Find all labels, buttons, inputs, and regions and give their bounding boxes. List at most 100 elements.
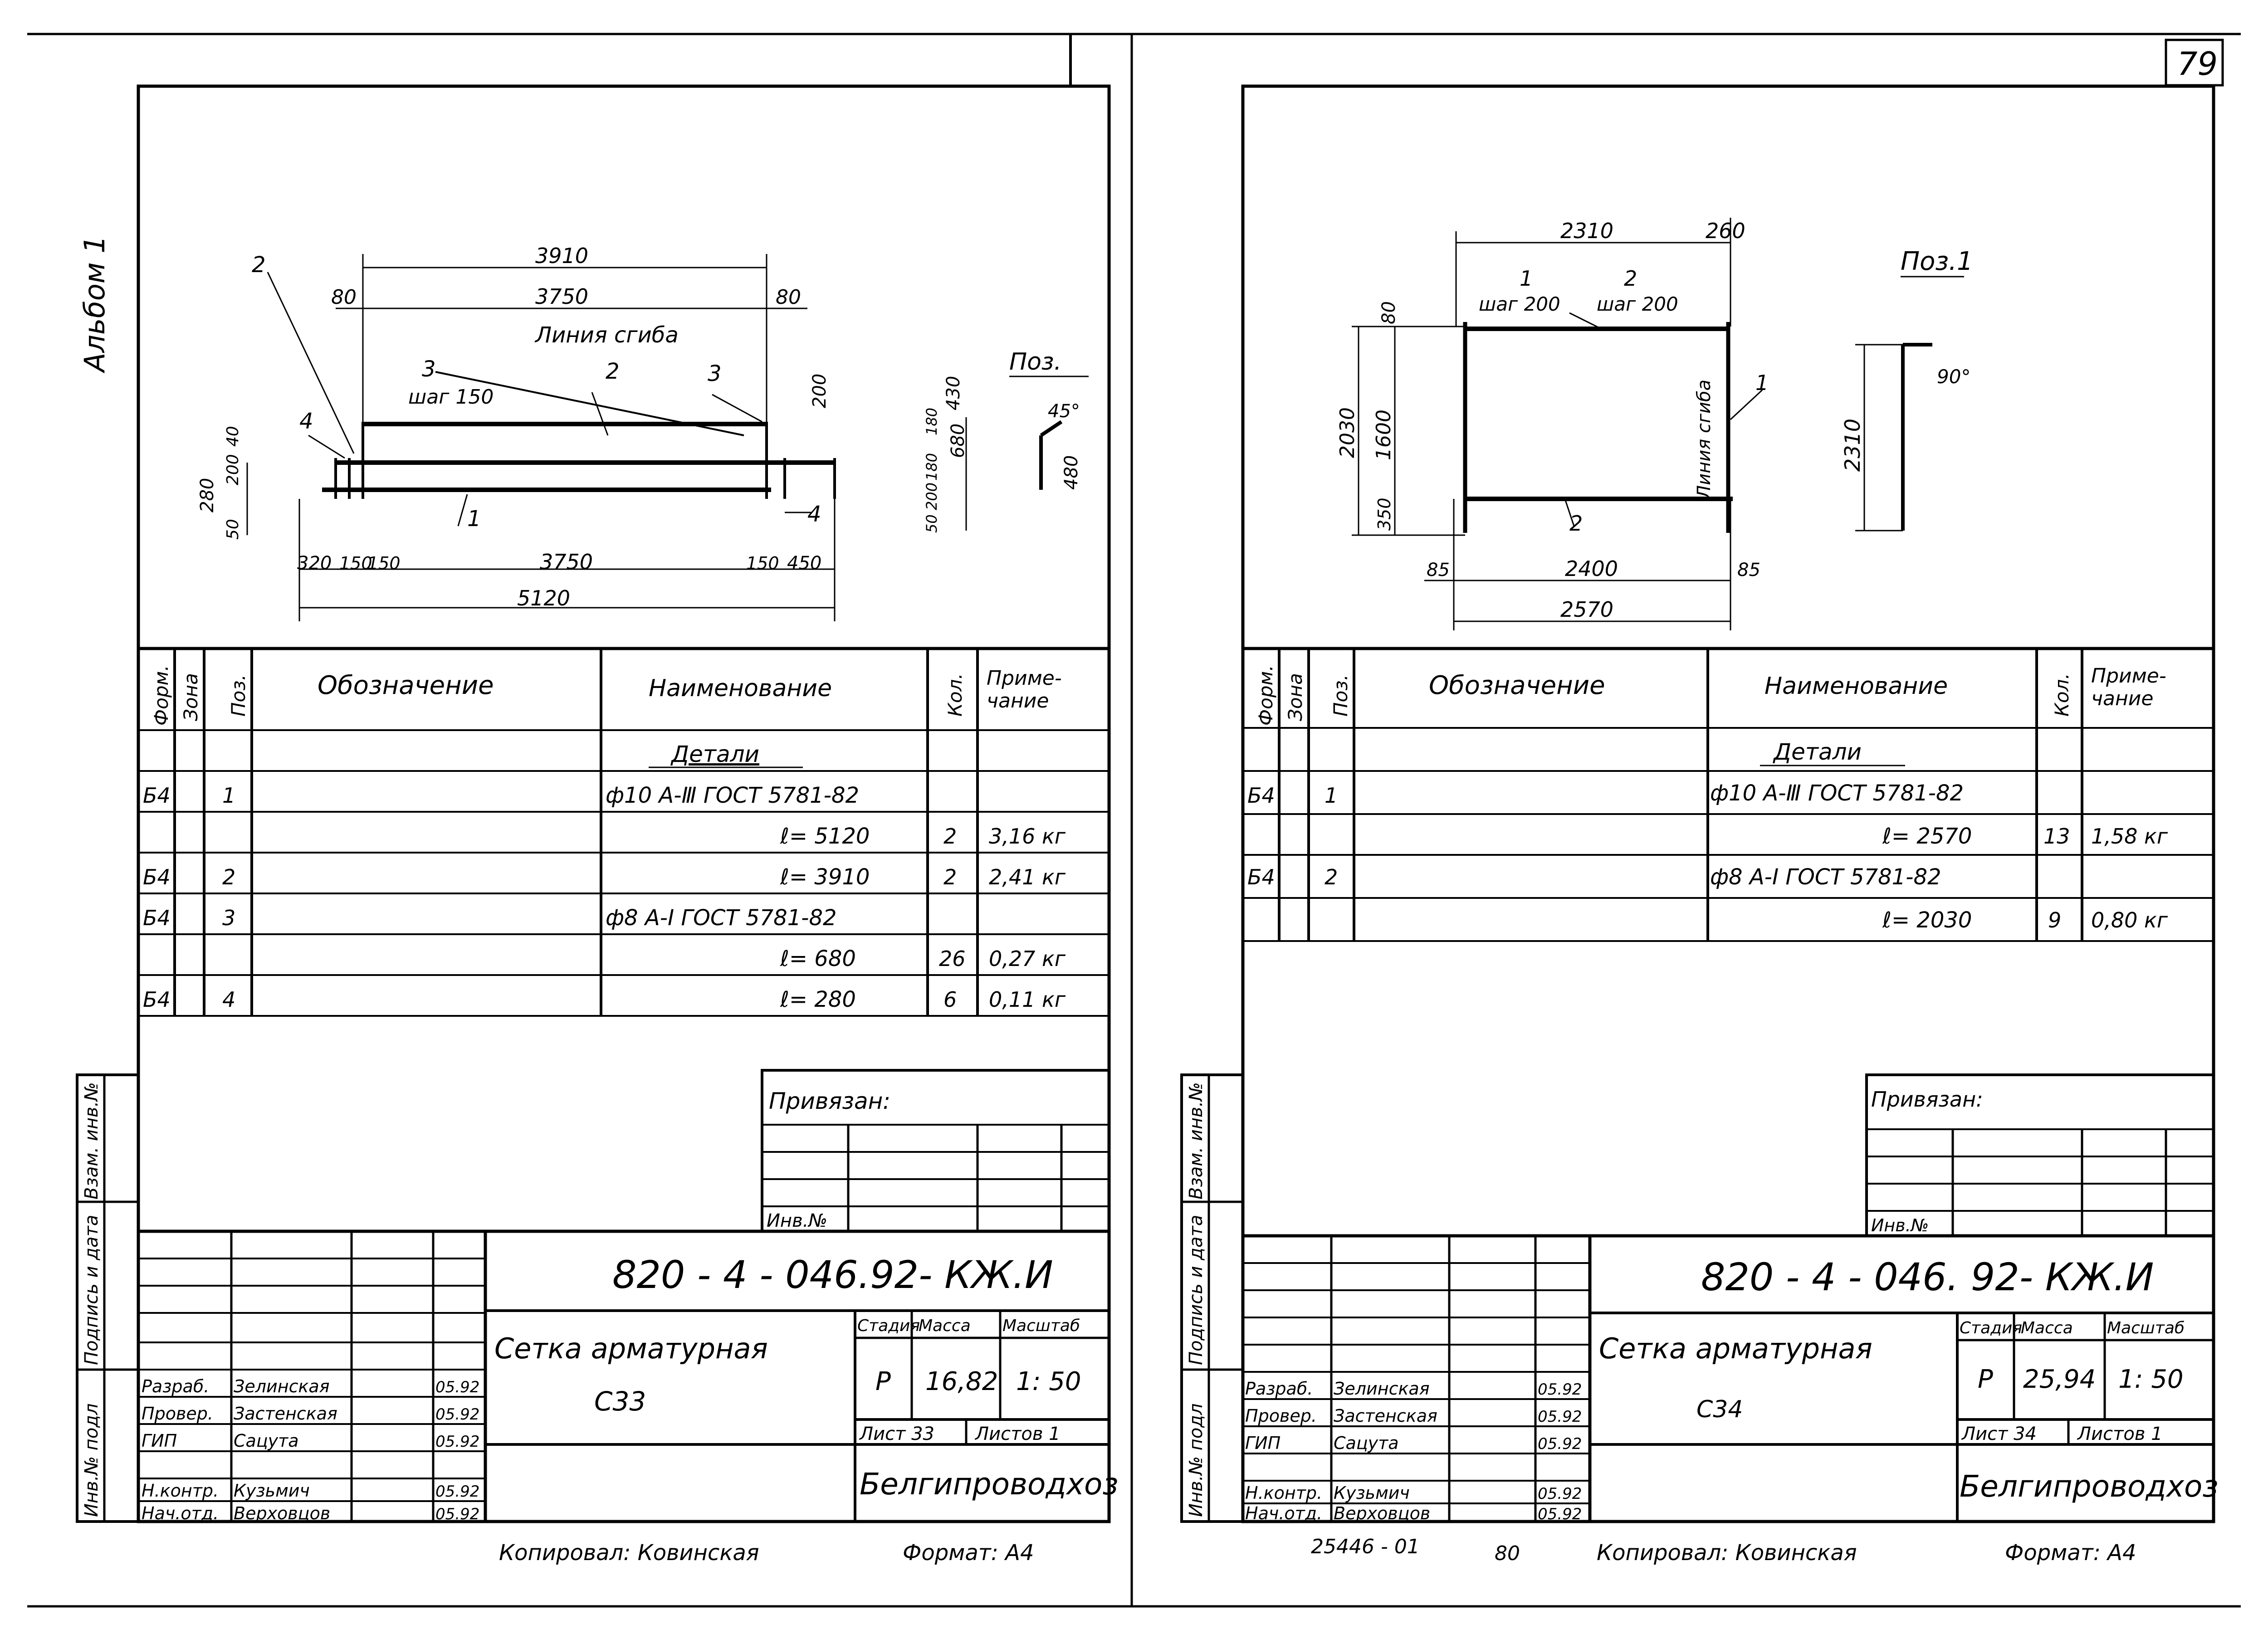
mark-1: 1	[1520, 266, 1533, 291]
table-row: Б4 1 ф10 А-Ⅲ ГОСТ 5781-82	[1247, 780, 1964, 808]
row-pos: 2	[1325, 865, 1338, 889]
dim-2570: 2570	[1560, 597, 1613, 622]
stage-header: Стадия	[1960, 1319, 2022, 1337]
staff-row: Нач.отд. Верховцов 05.92	[142, 1503, 479, 1523]
staff-role: Н.контр.	[1245, 1483, 1322, 1503]
right-title-block: 820 - 4 - 046. 92- КЖ.И Сетка арматурная…	[1243, 1234, 2219, 1523]
staff-name: Застенская	[1334, 1406, 1437, 1426]
row-form: Б4	[143, 987, 171, 1012]
row-name: ℓ= 3910	[780, 864, 870, 890]
staff-row: ГИП Сацута 05.92	[1245, 1433, 1582, 1453]
header-pos: Поз.	[1330, 674, 1352, 717]
staff-date: 05.92	[1538, 1380, 1582, 1399]
staff-name: Верховцов	[1334, 1503, 1430, 1523]
bend-line-label: Линия сгиба	[534, 322, 679, 348]
row-form: Б4	[143, 783, 171, 808]
dim-200-l: 200	[224, 454, 242, 485]
staff-role: Разраб.	[142, 1376, 209, 1396]
copied-by: Копировал: Ковинская	[1597, 1540, 1857, 1566]
dim-180: 180	[923, 408, 940, 435]
row-pos: 4	[222, 987, 235, 1012]
album-label: Альбом 1	[78, 235, 111, 374]
dim-5120: 5120	[517, 586, 570, 610]
header-designation: Обозначение	[318, 671, 494, 700]
dim-260: 260	[1706, 219, 1745, 243]
step-label-2: шаг 200	[1597, 293, 1678, 315]
mass-value: 16,82	[925, 1367, 998, 1396]
row-form: Б4	[143, 865, 171, 889]
row-form: Б4	[143, 906, 171, 930]
doc-name-2: С34	[1696, 1396, 1743, 1423]
row-note: 3,16 кг	[989, 824, 1066, 849]
angle-90: 90°	[1937, 366, 1970, 388]
dim-430: 430	[943, 376, 964, 410]
sheet-count: Листов 1	[2077, 1424, 2163, 1444]
dim-85-right: 85	[1737, 560, 1760, 580]
row-pos: 1	[1325, 783, 1338, 808]
staff-role: Провер.	[1245, 1406, 1317, 1426]
table-row: Б4 2 ℓ= 3910 2 2,41 кг	[143, 864, 1066, 890]
dim-150-c: 150	[746, 553, 779, 573]
angle-45: 45°	[1048, 401, 1080, 422]
doc-name-1: Сетка арматурная	[494, 1332, 768, 1365]
stamp-sign-date: Подпись и дата	[1186, 1215, 1207, 1365]
section-title: Детали	[1773, 739, 1862, 765]
scale-header: Масштаб	[1002, 1317, 1080, 1335]
sheet-number: Лист 33	[859, 1424, 934, 1444]
staff-role: Нач.отд.	[142, 1503, 219, 1523]
dim-40: 40	[224, 426, 242, 447]
header-note-2: чание	[987, 689, 1049, 712]
scale-header: Масштаб	[2107, 1319, 2185, 1337]
row-qty: 13	[2043, 824, 2070, 849]
scale-value: 1: 50	[1016, 1367, 1081, 1396]
staff-row: Н.контр. Кузьмич 05.92	[1245, 1483, 1582, 1503]
dim-2400: 2400	[1565, 556, 1618, 581]
right-spec-table: Форм. Зона Поз. Обозначение Наименование…	[1243, 647, 2214, 942]
header-qty: Кол.	[2051, 673, 2073, 717]
dim-3750: 3750	[535, 284, 588, 309]
stamp-sign-date: Подпись и дата	[81, 1215, 102, 1365]
staff-date: 05.92	[1538, 1435, 1582, 1453]
staff-name: Сацута	[1334, 1433, 1399, 1453]
table-row: Б4 1 ф10 А-Ⅲ ГОСТ 5781-82	[143, 783, 859, 808]
row-form: Б4	[1247, 783, 1275, 808]
staff-date: 05.92	[435, 1378, 479, 1396]
staff-date: 05.92	[435, 1505, 479, 1523]
table-row: ℓ= 680 26 0,27 кг	[780, 946, 1066, 971]
pos1-heading: Поз.1	[1901, 247, 1973, 276]
row-qty: 6	[943, 987, 957, 1012]
staff-role: Нач.отд.	[1245, 1503, 1322, 1523]
staff-name: Сацута	[234, 1431, 299, 1451]
table-row: ℓ= 2570 13 1,58 кг	[1882, 824, 2168, 849]
row-name: ℓ= 680	[780, 946, 856, 971]
row-name: ф8 А-Ⅰ ГОСТ 5781-82	[606, 905, 837, 931]
header-name: Наименование	[1765, 673, 1948, 700]
binding-inv: Инв.№	[1871, 1215, 1929, 1235]
step-label-1: шаг 200	[1479, 293, 1560, 315]
dim-200-r: 200	[923, 483, 940, 510]
format-label: Формат: А4	[2005, 1540, 2136, 1566]
staff-date: 05.92	[435, 1405, 479, 1424]
mass-header: Масса	[919, 1317, 971, 1335]
row-note: 0,80 кг	[2091, 908, 2168, 932]
pos-mark: 4	[299, 409, 313, 434]
dim-680: 680	[948, 424, 968, 458]
header-form: Форм.	[150, 665, 172, 726]
table-row: Б4 2 ф8 А-Ⅰ ГОСТ 5781-82	[1247, 864, 1941, 890]
page-number: 79	[2177, 45, 2218, 83]
stage-value: Р	[1978, 1365, 1993, 1394]
stamp-vzam: Взам. инв.№	[1186, 1082, 1207, 1200]
pos-mark: 2	[606, 359, 620, 384]
row-qty: 26	[939, 946, 966, 971]
dim-280: 280	[197, 478, 218, 512]
dim-450: 450	[787, 553, 821, 574]
dim-50-r: 50	[923, 514, 940, 533]
dim-2310: 2310	[1560, 219, 1613, 243]
staff-row: Провер. Застенская 05.92	[1245, 1406, 1582, 1426]
row-note: 0,27 кг	[989, 946, 1066, 971]
right-mesh-drawing: Поз.1 90° Линия сгиба шаг 200 шаг 200 1 …	[1336, 218, 1973, 630]
doc-code: 820 - 4 - 046. 92- КЖ.И	[1701, 1255, 2154, 1299]
dim-320: 320	[297, 553, 332, 574]
row-qty: 9	[2048, 908, 2061, 932]
